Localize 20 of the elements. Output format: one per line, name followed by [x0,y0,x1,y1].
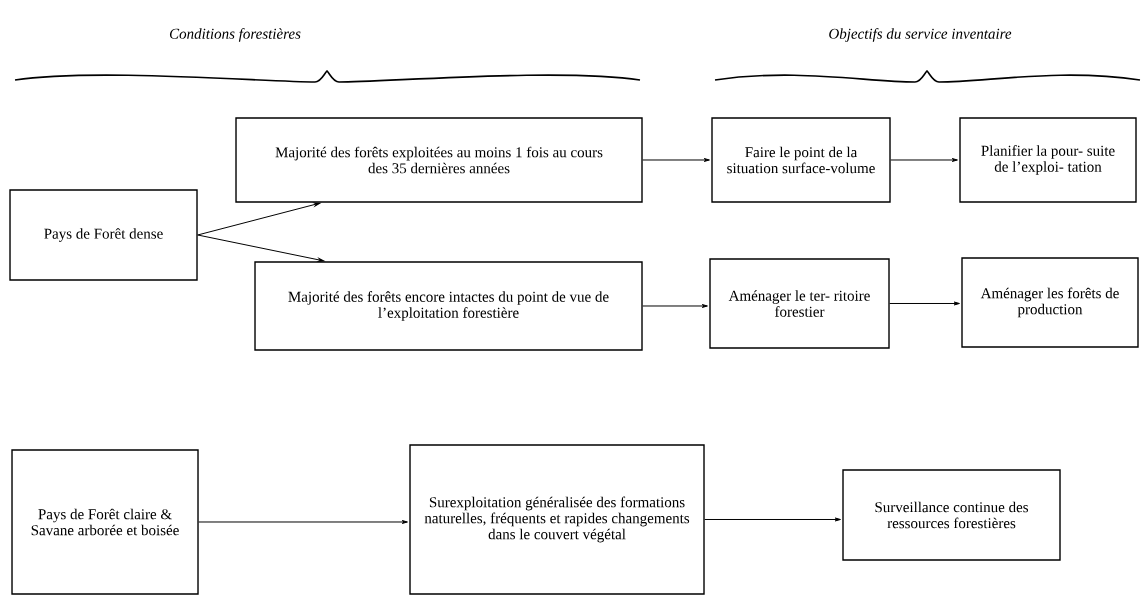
process-box: Surexploitation généralisée des formations naturelles, fréquents et rapides changements dans le couvert végétal [409,444,705,595]
arrow [197,202,321,236]
process-box: Aménager le ter- ritoire forestier [709,258,890,349]
arrow [889,301,960,306]
process-box: Surveillance continue des ressources forestières [842,469,1061,561]
arrow [198,520,408,524]
arrow [197,234,325,262]
arrow [704,517,841,522]
arrow [890,158,958,162]
process-box: Pays de Forêt dense [9,189,198,281]
arrow [642,158,710,162]
heading: Conditions forestières [169,28,301,42]
process-box: Majorité des forêts encore intactes du point de vue de l’exploitation forestière [254,261,643,351]
process-box: Planifier la pour- suite de l’exploi- tation [959,117,1137,203]
heading: Objectifs du service inventaire [829,28,1012,42]
process-box: Pays de Forêt claire & Savane arborée et boisée [11,449,199,595]
process-box: Faire le point de la situation surface-volume [711,117,891,203]
process-box: Majorité des forêts exploitées au moins 1 fois au cours des 35 dernières années [235,117,643,203]
arrow [642,304,708,308]
process-box: Aménager les forêts de production [961,257,1139,348]
